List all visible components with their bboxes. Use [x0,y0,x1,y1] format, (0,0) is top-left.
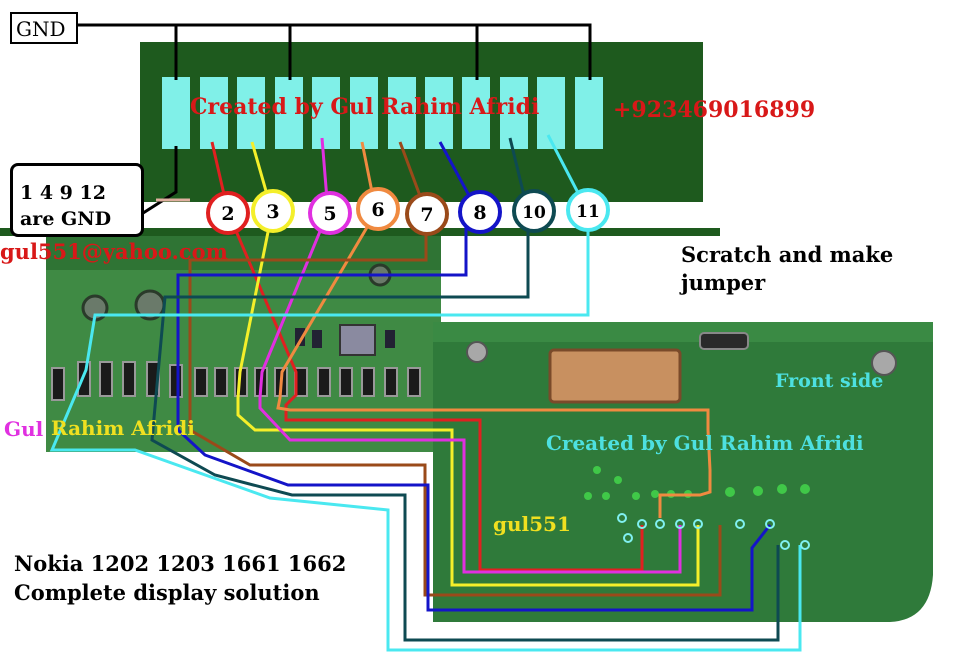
pin-circles: 2 3 5 6 7 8 10 11 [206,187,610,236]
front-credit: Created by Gul Rahim Afridi [546,431,864,455]
board-credit-first: Gul [4,417,44,441]
instruction-line-1: Scratch and make [681,242,894,267]
email-label: gul551@yahoo.com [0,239,228,264]
footer-line-1: Nokia 1202 1203 1661 1662 [14,551,347,576]
wire-pin-5 [258,137,682,574]
connector-pad-9 [462,77,490,149]
wire-pin-7 [188,141,722,597]
pin-circle-7 [405,192,449,236]
pin-number-11: 11 [576,202,600,222]
jumper-wires [49,134,802,652]
flex-connector-edge [0,228,720,236]
pin-number-5: 5 [323,203,336,225]
front-side-label: Front side [775,370,884,392]
connector-pad-6 [350,77,378,149]
connector-pads [162,77,603,149]
pin-circle-3 [251,189,295,233]
phone-number: +923469016899 [613,97,816,123]
front-pcb-board [433,322,933,622]
gnd-label-box: GND [10,12,78,44]
flex-connector [140,42,703,202]
back-pcb-chip [339,324,376,356]
front-pcb-connector [548,348,682,404]
gnd-note-box: 1 4 9 12 are GND [10,163,144,237]
connector-pad-1 [162,77,190,149]
front-pcb-top-strip [433,322,933,342]
wire-pin-10 [150,137,780,642]
pin-number-2: 2 [221,203,234,225]
wire-pin-6 [276,141,712,518]
connector-pad-2 [200,77,228,149]
wire-pin-11 [49,134,802,652]
short-handle: gul551 [493,512,571,536]
wire-pin-3 [236,141,700,587]
pin-circle-11 [566,188,610,232]
pin-circle-6 [356,187,400,231]
gnd-label: GND [16,17,66,41]
connector-pad-3 [237,77,265,149]
pin-circle-2 [206,191,250,235]
connector-pad-5 [312,77,340,149]
gnd-note-line-1: 1 4 9 12 [20,182,106,204]
front-pcb-small-part [699,332,749,350]
connector-pad-12 [575,77,603,149]
pin-number-3: 3 [266,201,279,223]
front-pcb-hole-2 [871,350,897,376]
connector-pad-10 [500,77,528,149]
connector-credit: Created by Gul Rahim Afridi [190,94,540,120]
connector-pad-8 [425,77,453,149]
instruction-line-2: jumper [681,270,766,295]
pin-number-7: 7 [420,204,433,226]
pin-circle-10 [512,189,556,233]
front-pcb-hole-1 [466,341,488,363]
gnd-note-line-2: are GND [20,208,112,230]
wire-pin-2 [210,141,644,572]
pin-number-6: 6 [371,199,384,221]
pin-number-8: 8 [473,202,486,224]
footer-line-2: Complete display solution [14,580,320,605]
pin-number-10: 10 [522,203,546,223]
pin-circle-5 [308,191,352,235]
connector-pad-4 [275,77,303,149]
front-pcb-target-pads [617,513,810,550]
connector-pad-11 [537,77,565,149]
gnd-bus [74,23,592,217]
board-credit-rest: Rahim Afridi [51,416,195,440]
pin-circle-8 [458,190,502,234]
connector-pad-7 [388,77,416,149]
